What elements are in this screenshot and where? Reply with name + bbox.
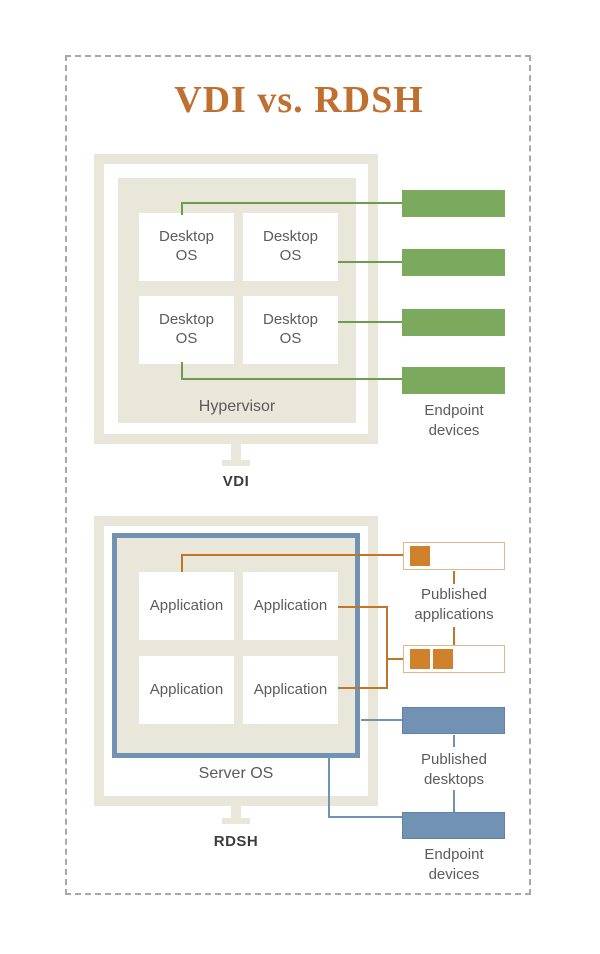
published-desktops-label: Published desktops	[421, 751, 487, 788]
endpoint-device-bar	[402, 812, 505, 839]
vdi-endpoint-label: Endpoint devices	[424, 402, 484, 439]
desktop-os-box: Desktop OS	[139, 213, 234, 281]
desktop-os-label: Desktop OS	[158, 228, 215, 264]
published-app-box	[403, 542, 505, 570]
vdi-caption: VDI	[222, 473, 250, 490]
application-label: Application	[149, 596, 224, 614]
rdsh-app-connector-line	[386, 658, 403, 660]
vdi-connector-line	[181, 202, 183, 215]
monitor-stand-base	[222, 818, 250, 824]
app-window-icon	[410, 649, 430, 669]
server-os-box	[112, 533, 360, 758]
vdi-connector-line	[338, 321, 402, 323]
rdsh-app-connector-line	[386, 606, 388, 689]
published-apps-stub-line	[453, 627, 455, 645]
desktop-os-label: Desktop OS	[158, 311, 215, 347]
server-os-label: Server OS	[198, 765, 274, 782]
application-box: Application	[139, 572, 234, 640]
desktop-os-label: Desktop OS	[262, 228, 319, 264]
desktop-os-box: Desktop OS	[243, 213, 338, 281]
published-apps-stub-line	[453, 571, 455, 584]
published-app-box	[403, 645, 505, 673]
rdsh-app-connector-line	[181, 554, 183, 572]
application-label: Application	[253, 680, 328, 698]
vdi-connector-line	[181, 362, 183, 380]
rdsh-app-connector-line	[181, 554, 403, 556]
page-title: VDI vs. RDSH	[174, 79, 424, 121]
rdsh-app-connector-line	[338, 606, 388, 608]
rdsh-caption: RDSH	[213, 833, 259, 850]
desktop-os-box: Desktop OS	[139, 296, 234, 364]
published-applications-label: Published applications	[414, 586, 494, 623]
endpoint-device-bar	[402, 190, 505, 217]
monitor-stand-stem	[231, 444, 241, 460]
desktop-os-label: Desktop OS	[262, 311, 319, 347]
vdi-connector-line	[181, 378, 402, 380]
published-desktop-connector-line	[361, 719, 402, 721]
published-desktops-stub-line	[453, 735, 455, 747]
desktop-os-box: Desktop OS	[243, 296, 338, 364]
rdsh-endpoint-connector-line	[328, 758, 330, 818]
monitor-stand-stem	[231, 806, 241, 820]
endpoint-device-bar	[402, 367, 505, 394]
published-desktop-bar	[402, 707, 505, 734]
hypervisor-label: Hypervisor	[198, 398, 276, 415]
application-box: Application	[243, 656, 338, 724]
app-window-icon	[433, 649, 453, 669]
endpoint-device-bar	[402, 249, 505, 276]
dashed-border	[65, 55, 531, 895]
rdsh-app-connector-line	[338, 687, 388, 689]
endpoint-device-bar	[402, 309, 505, 336]
published-desktops-stub-line	[453, 790, 455, 812]
vdi-connector-line	[338, 261, 402, 263]
application-box: Application	[243, 572, 338, 640]
vdi-connector-line	[181, 202, 402, 204]
application-label: Application	[149, 680, 224, 698]
rdsh-endpoint-connector-line	[328, 816, 402, 818]
application-label: Application	[253, 596, 328, 614]
rdsh-endpoint-label: Endpoint devices	[424, 846, 484, 883]
monitor-stand-base	[222, 460, 250, 466]
application-box: Application	[139, 656, 234, 724]
app-window-icon	[410, 546, 430, 566]
